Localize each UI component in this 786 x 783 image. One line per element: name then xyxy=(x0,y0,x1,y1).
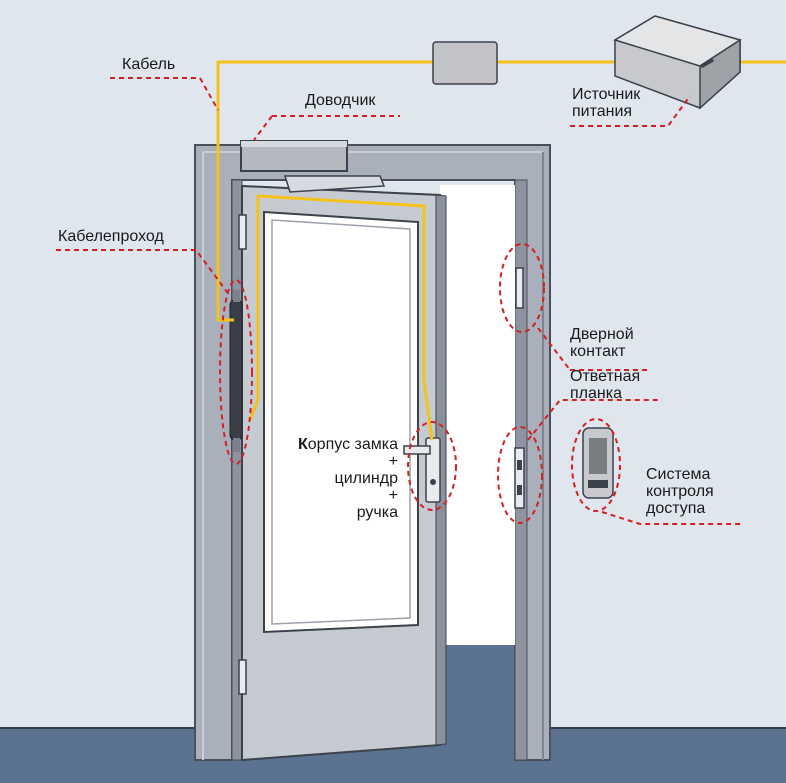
label-lock-body-line1: Корпус замка xyxy=(298,436,398,453)
label-power-supply: Источник питания xyxy=(572,86,640,120)
door-frame xyxy=(194,144,551,761)
label-lock-plus-1: + xyxy=(388,453,398,470)
leader-lines xyxy=(56,77,742,525)
callout-strike-plate xyxy=(497,426,543,524)
doorway-opening xyxy=(440,185,515,645)
callout-access-control xyxy=(571,418,621,512)
label-lock-body-initial: К xyxy=(298,436,308,453)
cable-pass xyxy=(229,290,243,452)
door-closer xyxy=(240,140,386,193)
callout-lock xyxy=(407,421,457,511)
callout-ellipses xyxy=(219,243,621,524)
power-supply-device xyxy=(613,15,742,110)
label-lock-body: Корпус замка + цилиндр + ручка xyxy=(298,436,398,521)
room-floor xyxy=(440,645,515,740)
label-closer: Доводчик xyxy=(305,92,376,109)
strike-plate-device xyxy=(514,447,525,509)
label-cylinder: цилиндр xyxy=(334,470,398,487)
label-door-contact: Дверной контакт xyxy=(570,326,634,360)
label-power-supply-line1: Источник xyxy=(572,86,641,103)
label-access-control-line3: доступа xyxy=(646,500,706,517)
hinge-bottom xyxy=(238,659,247,695)
label-cable: Кабель xyxy=(122,56,176,73)
cable-junction-box xyxy=(432,41,498,85)
door-leaf xyxy=(241,184,447,762)
cable-route xyxy=(216,60,786,441)
label-strike-plate: Ответная планка xyxy=(570,368,640,402)
label-lock-body-rest: орпус замка xyxy=(307,436,398,453)
label-strike-plate-line2: планка xyxy=(570,385,622,402)
label-handle: ручка xyxy=(356,504,398,521)
label-access-control-line2: контроля xyxy=(646,483,714,500)
hinge-top xyxy=(238,214,247,250)
door-contact-device xyxy=(515,267,524,309)
label-access-control-line1: Система xyxy=(646,466,711,483)
label-power-supply-line2: питания xyxy=(572,103,633,120)
label-lock-plus-2: + xyxy=(388,487,398,504)
label-strike-plate-line1: Ответная xyxy=(570,368,641,385)
callout-door-contact xyxy=(499,243,545,333)
label-access-control: Система контроля доступа xyxy=(646,466,714,517)
door-glass xyxy=(263,210,419,634)
label-door-contact-line2: контакт xyxy=(570,343,626,360)
access-control-keypad xyxy=(582,427,614,499)
label-cable-pass: Кабелепроход xyxy=(58,228,164,245)
label-door-contact-line1: Дверной xyxy=(570,326,634,343)
callout-cable-pass xyxy=(219,279,253,465)
